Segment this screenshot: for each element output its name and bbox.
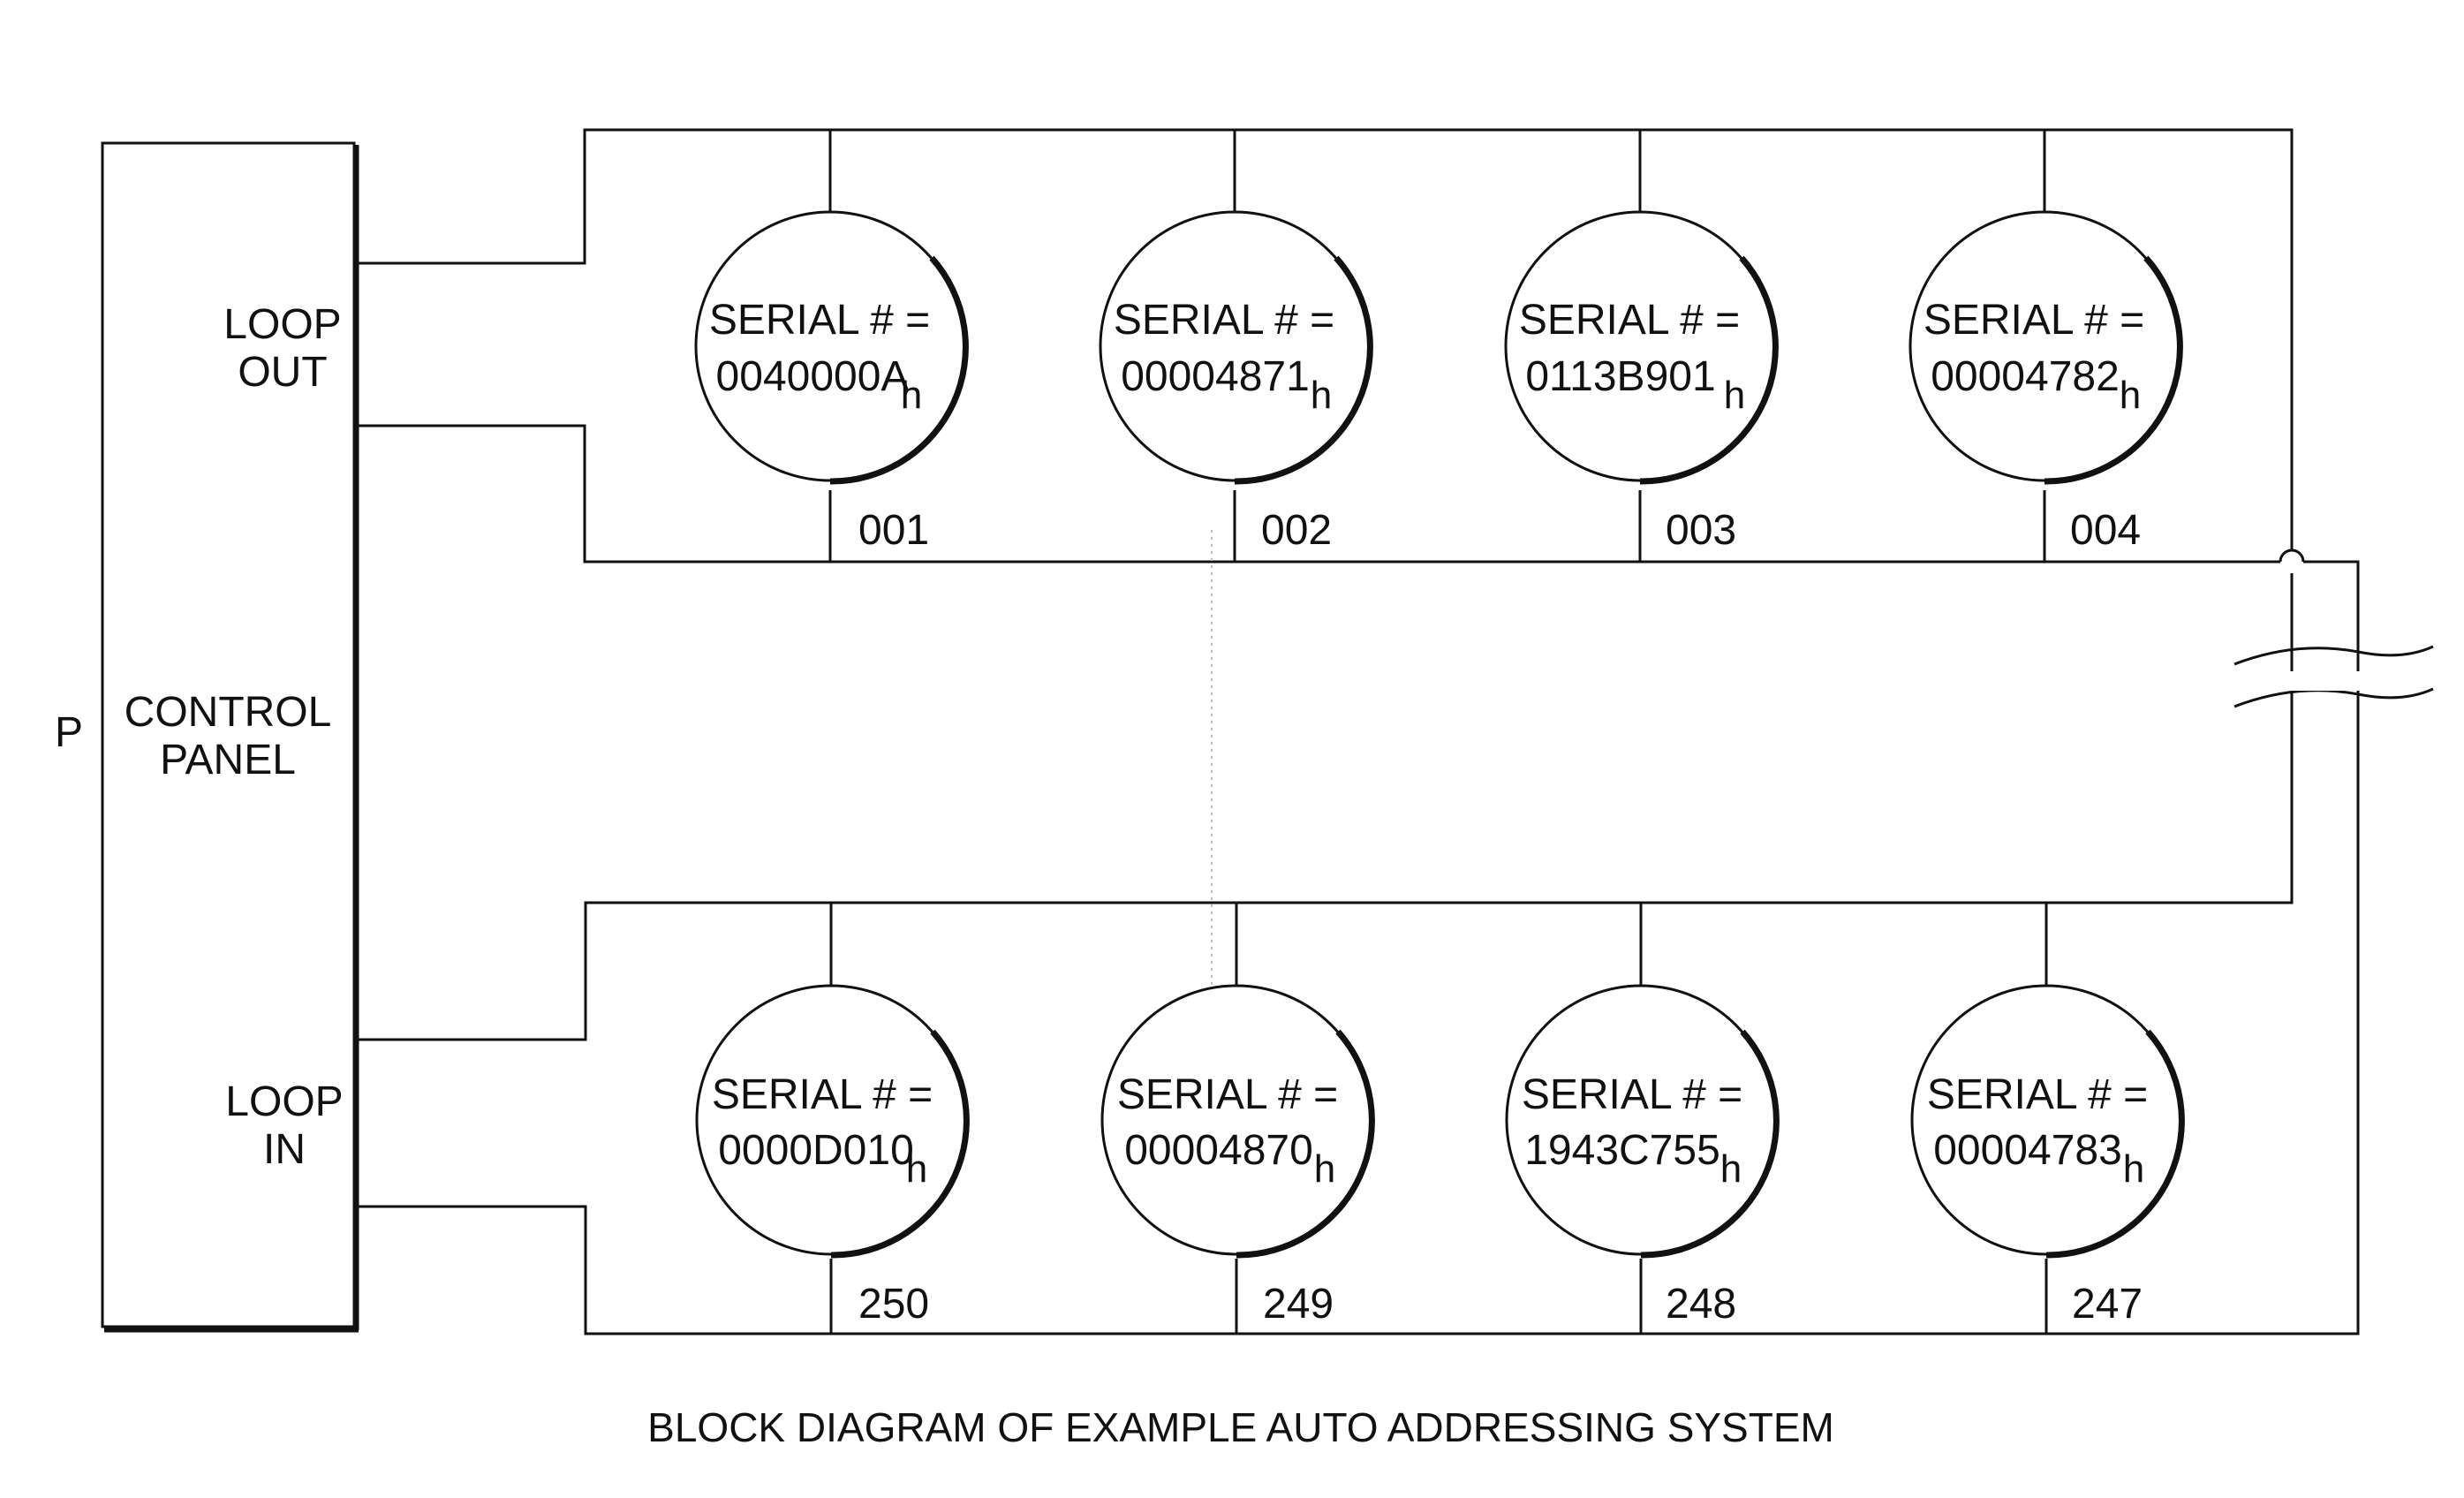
device-004-serial-label: SERIAL # = [1924,297,2144,344]
device-004-address: 004 [2070,507,2141,554]
wire-crossover-hop [2280,550,2303,562]
device-002-serial-label: SERIAL # = [1114,297,1334,344]
break-mark-upper [2234,647,2433,664]
device-247-address: 247 [2072,1281,2143,1328]
device-250-serial-value: 0000D010 [718,1127,914,1174]
device-002-serial-value: 00004871 [1121,353,1310,400]
device-247-serial-value: 00004783 [1933,1127,2122,1174]
control-panel-title-line1: CONTROL [125,689,332,736]
device-248-address: 248 [1666,1281,1736,1328]
device-250-address: 250 [858,1281,929,1328]
device-003-serial-value: 0113B901 [1525,353,1715,400]
device-249-hex-suffix: h [1314,1147,1335,1191]
device-247-serial-label: SERIAL # = [1927,1071,2148,1118]
device-003-address: 003 [1666,507,1736,554]
device-248-serial-label: SERIAL # = [1522,1071,1742,1118]
diagram-caption: BLOCK DIAGRAM OF EXAMPLE AUTO ADDRESSING… [647,1404,1834,1450]
device-003-hex-suffix: h [1724,374,1745,417]
device-249-serial-label: SERIAL # = [1117,1071,1338,1118]
device-001-serial-value: 0040000A [716,353,910,400]
control-panel: CONTROL PANEL LOOP OUT LOOP IN [102,143,359,1330]
loop-in-upper-wire [359,573,2292,1040]
device-249-address: 249 [1263,1281,1334,1328]
device-002-hex-suffix: h [1311,374,1332,417]
device-250-serial-label: SERIAL # = [712,1071,933,1118]
device-001-hex-suffix: h [901,374,922,417]
break-mark-lower [2234,689,2433,707]
loop-out-label-line2: OUT [238,349,327,396]
device-248-serial-value: 1943C755 [1524,1127,1720,1174]
loop-in-label-line2: IN [263,1126,306,1173]
device-247-hex-suffix: h [2123,1147,2144,1191]
panel-prefix-label: P [55,709,83,756]
device-002-address: 002 [1261,507,1332,554]
device-249-serial-value: 00004870 [1124,1127,1313,1174]
device-004-hex-suffix: h [2120,374,2141,417]
loop-out-label-line1: LOOP [223,301,341,348]
device-001-address: 001 [858,507,929,554]
device-001-serial-label: SERIAL # = [709,297,930,344]
control-panel-title-line2: PANEL [160,737,296,783]
device-003-serial-label: SERIAL # = [1519,297,1740,344]
device-250-hex-suffix: h [906,1147,927,1191]
loop-in-label-line1: LOOP [225,1078,343,1125]
device-248-hex-suffix: h [1720,1147,1742,1191]
device-004-serial-value: 00004782 [1931,353,2120,400]
break-gap [2283,671,2367,691]
